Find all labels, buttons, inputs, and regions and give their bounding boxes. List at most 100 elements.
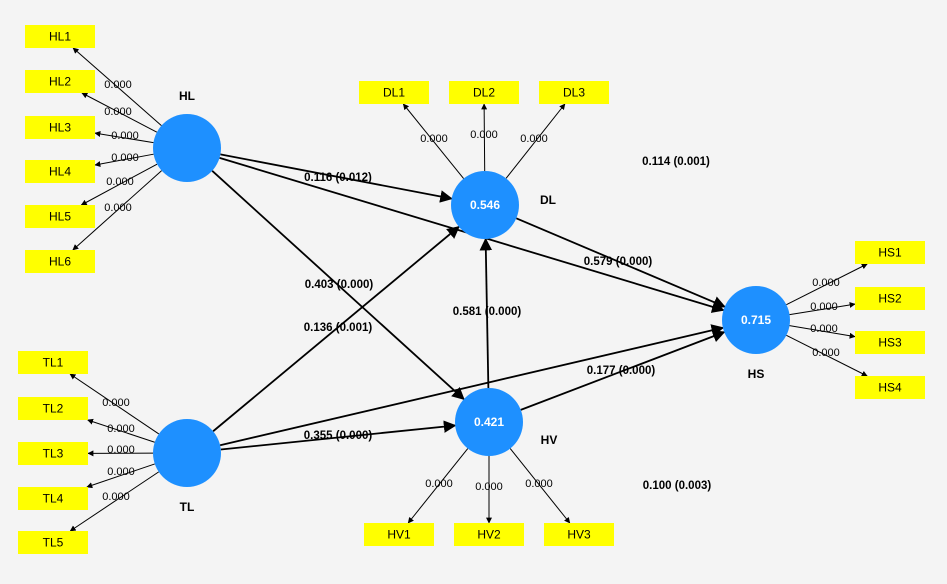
indicator-label: HL4 bbox=[49, 165, 71, 179]
indicator-box bbox=[18, 487, 88, 510]
indicator-hs3[interactable]: HS3 bbox=[855, 331, 925, 354]
indicator-box bbox=[539, 81, 609, 104]
loading-arrow-hs4 bbox=[786, 334, 868, 377]
loading-label-hl2: 0.000 bbox=[104, 106, 132, 118]
indicator-dl3[interactable]: DL3 bbox=[539, 81, 609, 104]
indicator-label: DL1 bbox=[383, 86, 405, 100]
loading-arrow-dl2 bbox=[481, 103, 488, 172]
loading-label-tl1: 0.000 bbox=[102, 397, 130, 409]
loading-label-hl6: 0.000 bbox=[104, 202, 132, 214]
indicator-tl4[interactable]: TL4 bbox=[18, 487, 88, 510]
indicator-hl2[interactable]: HL2 bbox=[25, 70, 95, 93]
loading-label-tl5: 0.000 bbox=[102, 491, 130, 503]
indicator-label: HL2 bbox=[49, 75, 71, 89]
indicator-hs2[interactable]: HS2 bbox=[855, 287, 925, 310]
path-label-tl-hv: 0.355 (0.000) bbox=[304, 430, 373, 442]
construct-circle bbox=[153, 114, 221, 182]
indicator-label: HL3 bbox=[49, 121, 71, 135]
indicator-box bbox=[25, 70, 95, 93]
indicator-hl5[interactable]: HL5 bbox=[25, 205, 95, 228]
loading-label-hl3: 0.000 bbox=[111, 130, 139, 142]
construct-r2-value: 0.715 bbox=[741, 313, 771, 327]
loading-arrow-hl1 bbox=[72, 47, 162, 126]
indicator-box bbox=[454, 523, 524, 546]
indicator-box bbox=[25, 116, 95, 139]
loading-label-hs1: 0.000 bbox=[812, 277, 840, 289]
path-label-hl-dl: 0.116 (0.012) bbox=[304, 172, 372, 184]
indicator-tl1[interactable]: TL1 bbox=[18, 351, 88, 374]
indicator-hl4[interactable]: HL4 bbox=[25, 160, 95, 183]
indicator-dl1[interactable]: DL1 bbox=[359, 81, 429, 104]
indicator-box bbox=[18, 397, 88, 420]
loading-label-hv2: 0.000 bbox=[475, 481, 503, 493]
loading-arrow-hv1 bbox=[407, 448, 469, 524]
indicator-box bbox=[855, 287, 925, 310]
path-label-hv-dl: 0.581 (0.000) bbox=[453, 306, 522, 318]
indicator-label: HL1 bbox=[49, 30, 71, 44]
loading-label-hl4: 0.000 bbox=[111, 152, 139, 164]
indicator-tl3[interactable]: TL3 bbox=[18, 442, 88, 465]
construct-hl[interactable] bbox=[153, 114, 221, 182]
indicator-hs1[interactable]: HS1 bbox=[855, 241, 925, 264]
construct-circle bbox=[722, 286, 790, 354]
loading-label-tl4: 0.000 bbox=[107, 466, 135, 478]
loading-label-hs2: 0.000 bbox=[810, 301, 838, 313]
path-hl-dl bbox=[220, 153, 453, 203]
path-label-hl-hv: 0.403 (0.000) bbox=[305, 279, 374, 291]
indicator-label: DL2 bbox=[473, 86, 495, 100]
construct-dl[interactable]: 0.546 bbox=[451, 171, 519, 239]
indicator-label: TL5 bbox=[43, 536, 64, 550]
labels-layer: 0.000 0.000 0.000 0.000 0.000 0.000 0.000 0.000… bbox=[102, 79, 840, 514]
indicator-hs4[interactable]: HS4 bbox=[855, 376, 925, 399]
construct-hs[interactable]: 0.715 bbox=[722, 286, 790, 354]
loading-arrow-hs1 bbox=[786, 263, 868, 306]
indicator-label: TL2 bbox=[43, 402, 64, 416]
indicator-hv2[interactable]: HV2 bbox=[454, 523, 524, 546]
indicator-box bbox=[25, 205, 95, 228]
indicator-hl1[interactable]: HL1 bbox=[25, 25, 95, 48]
indicator-box bbox=[18, 531, 88, 554]
loading-label-hl5: 0.000 bbox=[106, 176, 134, 188]
indicator-box bbox=[855, 241, 925, 264]
indicator-tl2[interactable]: TL2 bbox=[18, 397, 88, 420]
loading-arrow-tl5 bbox=[69, 471, 160, 532]
construct-circle bbox=[451, 171, 519, 239]
indicator-label: DL3 bbox=[563, 86, 585, 100]
construct-circle bbox=[455, 388, 523, 456]
path-dl-hs bbox=[515, 217, 726, 309]
indicator-hv3[interactable]: HV3 bbox=[544, 523, 614, 546]
construct-r2-value: 0.421 bbox=[474, 415, 504, 429]
construct-name-label: HL bbox=[179, 89, 195, 103]
loading-label-hv3: 0.000 bbox=[525, 478, 553, 490]
indicator-box bbox=[18, 351, 88, 374]
indicator-label: HL6 bbox=[49, 255, 71, 269]
indicator-box bbox=[449, 81, 519, 104]
indicator-label: HV2 bbox=[477, 528, 501, 542]
indicator-label: TL4 bbox=[43, 492, 64, 506]
indicator-hl6[interactable]: HL6 bbox=[25, 250, 95, 273]
indicator-tl5[interactable]: TL5 bbox=[18, 531, 88, 554]
indicator-label: HL5 bbox=[49, 210, 71, 224]
loading-label-dl3: 0.000 bbox=[520, 133, 548, 145]
path-label-hv-hs: 0.177 (0.000) bbox=[587, 365, 656, 377]
indicator-box bbox=[855, 331, 925, 354]
construct-tl[interactable] bbox=[153, 419, 221, 487]
construct-circle bbox=[153, 419, 221, 487]
indicator-hl3[interactable]: HL3 bbox=[25, 116, 95, 139]
construct-hv[interactable]: 0.421 bbox=[455, 388, 523, 456]
loading-arrow-hv3 bbox=[509, 448, 571, 524]
edges-layer bbox=[69, 47, 868, 532]
path-label-tl-hs: 0.100 (0.003) bbox=[643, 480, 712, 492]
indicator-box bbox=[18, 442, 88, 465]
indicator-dl2[interactable]: DL2 bbox=[449, 81, 519, 104]
indicator-label: HS2 bbox=[878, 292, 902, 306]
path-label-tl-dl: 0.136 (0.001) bbox=[304, 322, 373, 334]
construct-name-label: HV bbox=[541, 433, 558, 447]
indicator-hv1[interactable]: HV1 bbox=[364, 523, 434, 546]
construct-name-label: DL bbox=[540, 193, 556, 207]
loading-arrow-hl3 bbox=[94, 131, 154, 144]
indicator-box bbox=[25, 160, 95, 183]
loading-arrow-dl3 bbox=[505, 103, 566, 179]
